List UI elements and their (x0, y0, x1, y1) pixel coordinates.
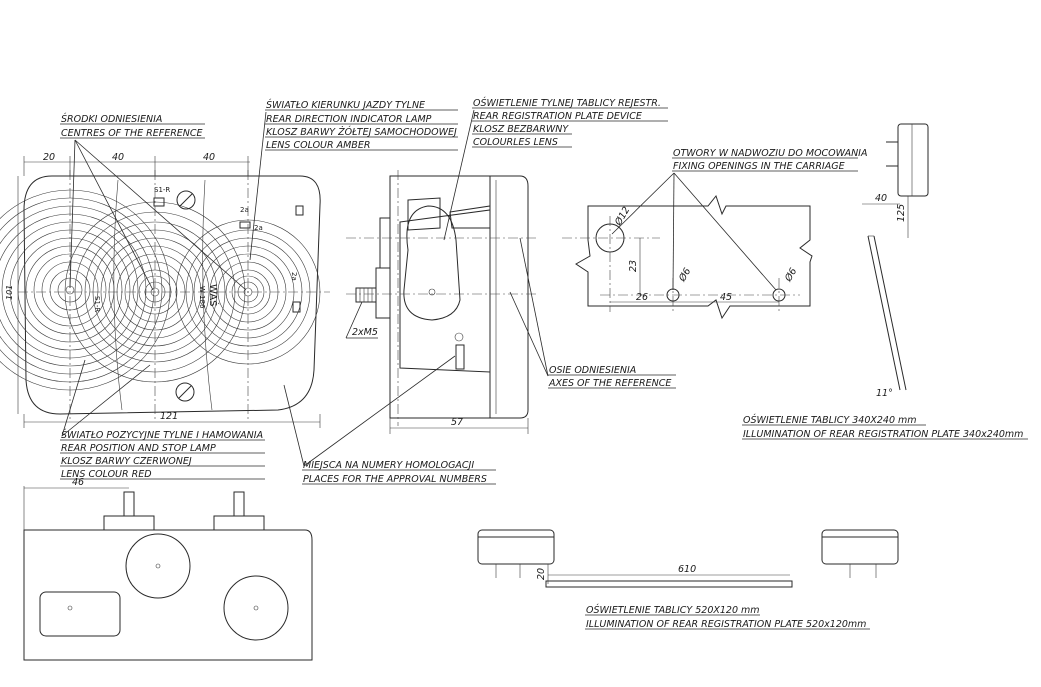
plate-520-view: 610 20 OŚWIETLENIE TABLICY 520X120 mm IL… (477, 529, 899, 630)
dim-dia6-a: Ø6 (677, 266, 694, 284)
approval-box-1 (153, 197, 165, 207)
label-ill520-en: ILLUMINATION OF REAR REGISTRATION PLATE … (586, 619, 866, 630)
label-position-pl: ŚWIATŁO POZYCYJNE TYLNE I HAMOWANIA (61, 429, 263, 441)
label-axes-en: AXES OF THE REFERENCE (548, 378, 671, 389)
label-axes-pl: OSIE ODNIESIENIA (549, 365, 636, 376)
marking-s1r-top: S1-R (154, 186, 170, 194)
front-dimensions: 20 40 40 101 121 (5, 152, 321, 428)
marking-2a-1: 2a (240, 206, 249, 214)
label-clear-pl: KLOSZ BEZBARWNY (473, 124, 569, 135)
label-red-en: LENS COLOUR RED (61, 469, 152, 480)
label-indicator-en: REAR DIRECTION INDICATOR LAMP (266, 114, 432, 125)
fixing-openings-view: 23 26 45 Ø12 Ø6 Ø6 OTWORY W NADWOZIU DO … (562, 148, 868, 320)
dim-40-a: 40 (112, 152, 124, 163)
dim-46: 46 (72, 477, 84, 488)
label-fixing-en: FIXING OPENINGS IN THE CARRIAGE (673, 161, 845, 172)
label-ill340-en: ILLUMINATION OF REAR REGISTRATION PLATE … (743, 429, 1023, 440)
marking-2a-3: 2a (290, 272, 298, 281)
label-centres-en: CENTRES OF THE REFERENCE (61, 128, 203, 139)
label-fixing-pl: OTWORY W NADWOZIU DO MOCOWANIA (673, 148, 868, 159)
dim-20: 20 (43, 152, 55, 163)
side-approval-box (455, 344, 465, 370)
dim-40-c: 40 (875, 193, 887, 204)
label-red-pl: KLOSZ BARWY CZERWONEJ (61, 456, 192, 467)
label-approval-pl: MIEJSCA NA NUMERY HOMOLOGACJI (303, 460, 474, 471)
dim-101: 101 (5, 285, 14, 300)
dim-57: 57 (451, 417, 463, 428)
approval-box-2 (295, 205, 304, 216)
dim-23: 23 (628, 260, 639, 272)
screw-top (176, 190, 196, 210)
approval-box-4 (292, 301, 301, 313)
dim-121: 121 (160, 411, 178, 422)
label-indicator-pl: ŚWIATŁO KIERUNKU JAZDY TYLNE (266, 99, 425, 111)
marking-was: WAŚ (207, 284, 220, 307)
dim-45: 45 (720, 292, 732, 303)
label-plate-lamp-en: REAR REGISTRATION PLATE DEVICE (473, 111, 642, 122)
label-plate-lamp-pl: OŚWIETLENIE TYLNEJ TABLICY REJESTR. (473, 97, 661, 109)
label-approval-en: PLACES FOR THE APPROVAL NUMBERS (303, 474, 487, 485)
side-callouts: OŚWIETLENIE TYLNEJ TABLICY REJESTR. REAR… (283, 97, 676, 485)
side-dimensions: 57 2xM5 (345, 301, 529, 434)
label-ill340-pl: OŚWIETLENIE TABLICY 340X240 mm (743, 414, 917, 426)
label-amber-en: LENS COLOUR AMBER (266, 140, 370, 151)
plate-340-view: 40 125 11° OŚWIETLENIE TABLICY 340X240 m… (742, 123, 1028, 440)
label-clear-en: COLOURLES LENS (473, 137, 558, 148)
screw-bottom (175, 382, 195, 402)
marking-s1r: S1-R (93, 296, 101, 312)
label-centres-pl: ŚRODKI ODNIESIENIA (61, 113, 162, 125)
label-position-en: REAR POSITION AND STOP LAMP (61, 443, 216, 454)
marking-was-number: W 186 (198, 286, 206, 309)
marking-2a-2: 2a (254, 224, 263, 232)
bottom-view: 46 (23, 477, 313, 661)
approval-box-3 (239, 221, 251, 229)
side-stud (355, 287, 377, 303)
front-view: S1-R S1-R WAŚ W 186 2a 2a 2a (0, 170, 330, 420)
dim-40-b: 40 (203, 152, 215, 163)
front-callouts: ŚRODKI ODNIESIENIA CENTRES OF THE REFERE… (60, 99, 458, 480)
label-ill520-pl: OŚWIETLENIE TABLICY 520X120 mm (586, 604, 760, 616)
dim-125: 125 (896, 204, 907, 222)
dim-dia6-b: Ø6 (783, 266, 800, 284)
dim-20-b: 20 (536, 568, 547, 580)
label-amber-pl: KLOSZ BARWY ŻÓŁTEJ SAMOCHODOWEJ (266, 126, 457, 138)
side-view (346, 170, 536, 426)
dim-angle-11: 11° (876, 388, 893, 399)
dim-610: 610 (678, 564, 696, 575)
dim-26: 26 (636, 292, 648, 303)
dim-thread: 2xM5 (352, 327, 378, 338)
